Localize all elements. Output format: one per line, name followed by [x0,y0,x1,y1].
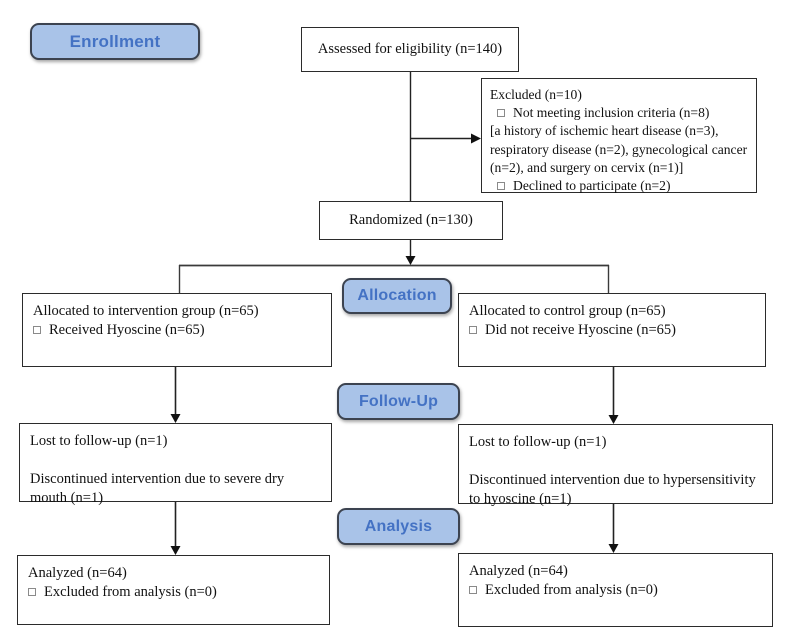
box-excluded: Excluded (n=10) Not meeting inclusion cr… [481,78,757,193]
box-followup-intervention: Lost to follow-up (n=1) Discontinued int… [19,423,332,506]
checkbox-icon [469,326,477,335]
box-analysis-intervention: Analyzed (n=64) Excluded from analysis (… [17,555,330,625]
arrowhead-analysis-right [608,544,619,553]
followup-intervention-line2: Discontinued intervention due to severe … [30,471,285,507]
analysis-intervention-item: Excluded from analysis (n=0) [28,583,319,602]
stage-label-enrollment: Enrollment [30,23,200,60]
arrowhead-excluded [471,133,481,144]
stage-label-followup: Follow-Up [337,383,460,420]
analysis-control-item-text: Excluded from analysis (n=0) [485,582,658,599]
stage-label-analysis: Analysis [337,508,460,545]
excluded-item-1-text: Not meeting inclusion criteria (n=8) [513,105,710,121]
checkbox-icon [28,588,36,597]
allocation-control-line1: Allocated to control group (n=65) [469,303,666,319]
arrowhead-analysis-left [170,546,181,555]
followup-control-line2: Discontinued intervention due to hyperse… [469,472,756,508]
box-followup-control: Lost to follow-up (n=1) Discontinued int… [458,424,773,507]
analysis-control-line1: Analyzed (n=64) [469,563,568,579]
assessed-text: Assessed for eligibility (n=140) [317,40,503,57]
checkbox-icon [497,109,505,118]
analysis-intervention-line1: Analyzed (n=64) [28,565,127,581]
arrowhead-split [405,256,416,265]
allocation-intervention-item: Received Hyoscine (n=65) [33,321,321,340]
allocation-intervention-line1: Allocated to intervention group (n=65) [33,303,259,319]
excluded-item-2-text: Declined to participate (n=2) [513,178,671,194]
box-allocation-intervention: Allocated to intervention group (n=65) R… [22,293,332,367]
checkbox-icon [33,326,41,335]
checkbox-icon [497,182,505,191]
box-allocation-control: Allocated to control group (n=65) Did no… [458,293,766,367]
followup-intervention-line1: Lost to follow-up (n=1) [30,433,168,449]
allocation-control-item: Did not receive Hyoscine (n=65) [469,321,755,340]
excluded-item-1: Not meeting inclusion criteria (n=8) [490,104,748,122]
analysis-control-item: Excluded from analysis (n=0) [469,581,762,600]
arrowhead-followup-right [608,415,619,424]
arrowhead-followup-left [170,414,181,423]
checkbox-icon [469,586,477,595]
excluded-title: Excluded (n=10) [490,87,582,102]
followup-control-line1: Lost to follow-up (n=1) [469,434,607,450]
excluded-item-2: Declined to participate (n=2) [490,177,748,195]
box-randomized: Randomized (n=130) [319,201,503,240]
stage-label-allocation: Allocation [342,278,452,314]
box-assessed: Assessed for eligibility (n=140) [301,27,519,72]
randomized-text: Randomized (n=130) [349,211,473,228]
analysis-intervention-item-text: Excluded from analysis (n=0) [44,584,217,601]
box-analysis-control: Analyzed (n=64) Excluded from analysis (… [458,553,773,627]
allocation-control-item-text: Did not receive Hyoscine (n=65) [485,322,676,339]
allocation-intervention-item-text: Received Hyoscine (n=65) [49,322,205,339]
excluded-detail: [a history of ischemic heart disease (n=… [490,123,748,175]
